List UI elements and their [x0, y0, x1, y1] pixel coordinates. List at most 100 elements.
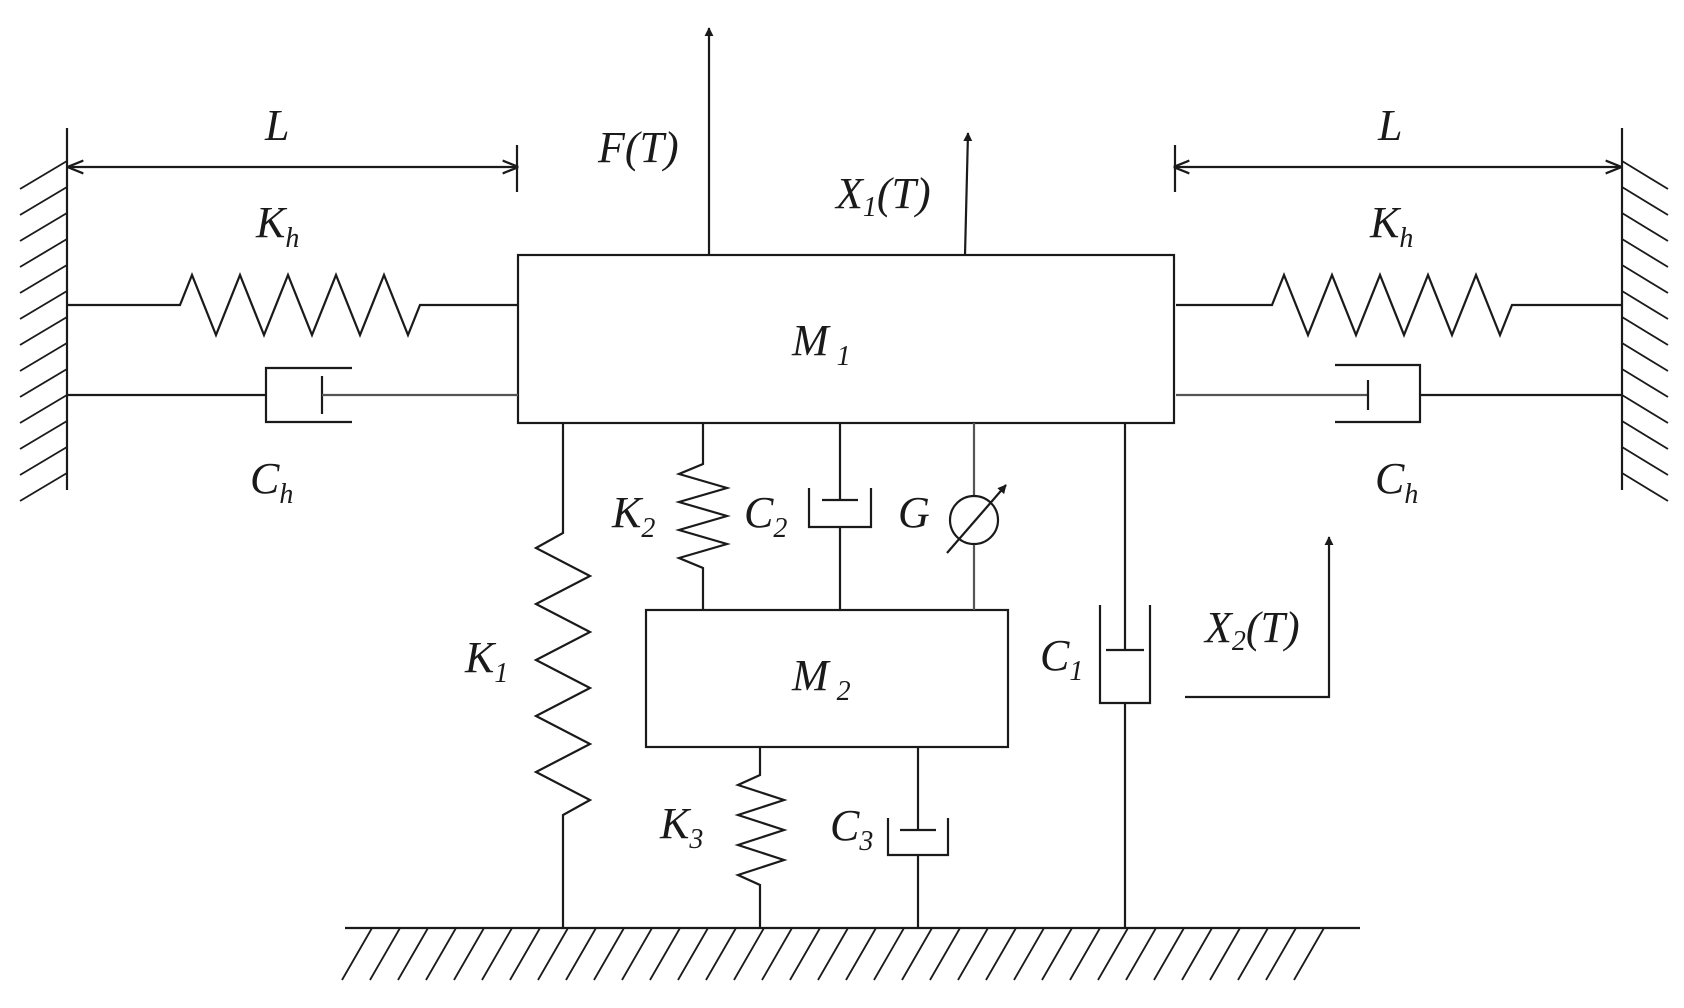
hatch-line	[19, 238, 68, 268]
hatch-line	[1293, 927, 1325, 981]
right-horizontal-damper	[1176, 363, 1622, 424]
left-horizontal-damper	[67, 366, 518, 424]
hatch-line	[1125, 927, 1157, 981]
damper-c3	[886, 747, 950, 928]
left-wall	[19, 128, 69, 502]
label-c1: C1	[1040, 631, 1083, 687]
hatch-line	[369, 927, 401, 981]
label-force: F(T)	[597, 123, 679, 172]
label-ch-left: Ch	[250, 454, 293, 510]
hatch-line	[789, 927, 821, 981]
hatch-line	[19, 446, 68, 476]
hatch-line	[19, 212, 68, 242]
hatch-line	[1621, 316, 1669, 346]
label-ch-right: Ch	[1375, 454, 1418, 510]
hatch-line	[19, 420, 68, 450]
hatch-line	[1181, 927, 1213, 981]
hatch-line	[1237, 927, 1269, 981]
right-horizontal-spring	[1176, 272, 1622, 338]
x2-displacement-arrow	[1185, 536, 1334, 699]
hatch-line	[1209, 927, 1241, 981]
hatch-line	[537, 927, 569, 981]
label-x1: X1(T)	[834, 169, 931, 223]
damper-c2	[807, 423, 873, 610]
label-l-right: L	[1377, 101, 1402, 150]
hatch-line	[397, 927, 429, 981]
label-k1: K1	[464, 633, 508, 689]
hatch-line	[453, 927, 485, 981]
hatch-line	[19, 342, 68, 372]
hatch-line	[19, 160, 68, 190]
hatch-line	[733, 927, 765, 981]
hatch-line	[341, 927, 373, 981]
hatch-line	[19, 290, 68, 320]
hatch-line	[649, 927, 681, 981]
hatch-line	[901, 927, 933, 981]
hatch-line	[817, 927, 849, 981]
ground-hatching	[341, 927, 1325, 981]
hatch-line	[1621, 342, 1669, 372]
hatch-line	[593, 927, 625, 981]
hatch-line	[985, 927, 1017, 981]
actuator-g	[946, 423, 1007, 610]
hatch-line	[1621, 212, 1669, 242]
hatch-line	[957, 927, 989, 981]
hatch-line	[705, 927, 737, 981]
hatch-line	[19, 186, 68, 216]
label-kh-right: Kh	[1369, 198, 1413, 254]
spring-k1	[533, 423, 593, 928]
left-wall-hatching	[19, 160, 68, 502]
hatch-line	[873, 927, 905, 981]
hatch-line	[19, 264, 68, 294]
hatch-line	[1069, 927, 1101, 981]
hatch-line	[19, 368, 68, 398]
right-wall	[1620, 128, 1669, 502]
hatch-line	[845, 927, 877, 981]
hatch-line	[481, 927, 513, 981]
hatch-line	[1621, 238, 1669, 268]
hatch-line	[425, 927, 457, 981]
hatch-line	[1621, 160, 1669, 190]
hatch-line	[19, 316, 68, 346]
hatch-line	[761, 927, 793, 981]
hatch-line	[1265, 927, 1297, 981]
label-x2: X2(T)	[1203, 603, 1300, 657]
mass-m2	[644, 608, 1010, 749]
hatch-line	[1041, 927, 1073, 981]
hatch-line	[1153, 927, 1185, 981]
right-wall-hatching	[1621, 160, 1669, 502]
hatch-line	[1621, 186, 1669, 216]
hatch-line	[1621, 394, 1669, 424]
label-c3: C3	[830, 801, 873, 857]
hatch-line	[509, 927, 541, 981]
hatch-line	[1621, 290, 1669, 320]
hatch-line	[1013, 927, 1045, 981]
hatch-line	[1621, 446, 1669, 476]
left-horizontal-spring	[67, 272, 518, 338]
hatch-line	[19, 394, 68, 424]
x1-displacement-arrow	[963, 132, 973, 256]
mass-m1	[516, 253, 1176, 425]
spring-k2	[675, 423, 731, 610]
hatch-line	[1621, 472, 1669, 502]
hatch-line	[19, 472, 68, 502]
ground	[341, 926, 1360, 981]
hatch-line	[1097, 927, 1129, 981]
label-l-left: L	[264, 101, 289, 150]
hatch-line	[1621, 264, 1669, 294]
hatch-line	[677, 927, 709, 981]
hatch-line	[929, 927, 961, 981]
hatch-line	[1621, 368, 1669, 398]
hatch-line	[1621, 420, 1669, 450]
hatch-line	[565, 927, 597, 981]
label-c2: C2	[744, 488, 787, 544]
damper-c1	[1098, 423, 1152, 928]
label-k3: K3	[659, 799, 703, 855]
label-g: G	[898, 488, 930, 537]
hatch-line	[621, 927, 653, 981]
spring-k3	[734, 747, 788, 928]
label-kh-left: Kh	[255, 198, 299, 254]
